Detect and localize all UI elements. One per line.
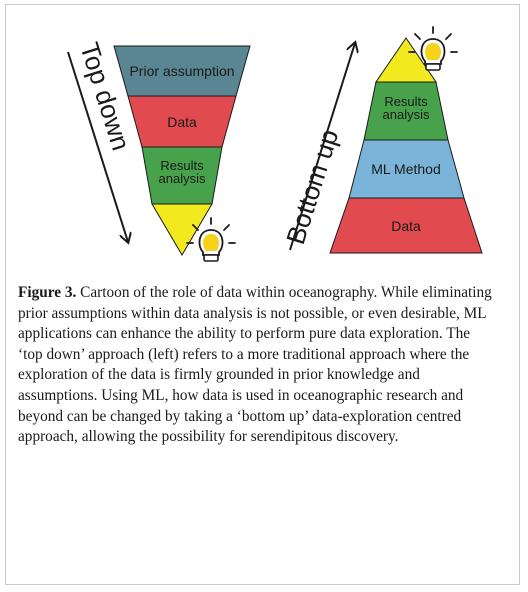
bu-label-analysis: analysis xyxy=(383,107,430,122)
td-label-prior-assumption: Prior assumption xyxy=(129,63,234,79)
td-label-results: Results xyxy=(160,158,204,173)
td-label-analysis: analysis xyxy=(159,171,206,186)
top-down-arrow xyxy=(67,51,128,242)
bu-layer-data xyxy=(329,197,483,254)
figure-number: Figure 3. xyxy=(18,284,77,301)
figure-illustration: Top down Prior assumption Data Results a… xyxy=(67,26,483,262)
bu-label-results: Results xyxy=(384,94,428,109)
lightbulb-icon xyxy=(186,217,236,262)
figure-caption: Figure 3. Cartoon of the role of data wi… xyxy=(18,283,498,448)
caption-text: Cartoon of the role of data within ocean… xyxy=(18,284,492,446)
td-label-data: Data xyxy=(167,114,197,130)
bu-label-data: Data xyxy=(391,218,421,234)
lightbulb-icon xyxy=(408,26,458,71)
bu-label-ml-method: ML Method xyxy=(371,161,441,177)
bottom-up-label: Bottom up xyxy=(280,126,344,248)
top-down-pyramid: Prior assumption Data Results analysis xyxy=(113,45,251,256)
bottom-up-arrow xyxy=(289,43,355,251)
bottom-up-pyramid: Results analysis ML Method Data xyxy=(329,37,483,254)
